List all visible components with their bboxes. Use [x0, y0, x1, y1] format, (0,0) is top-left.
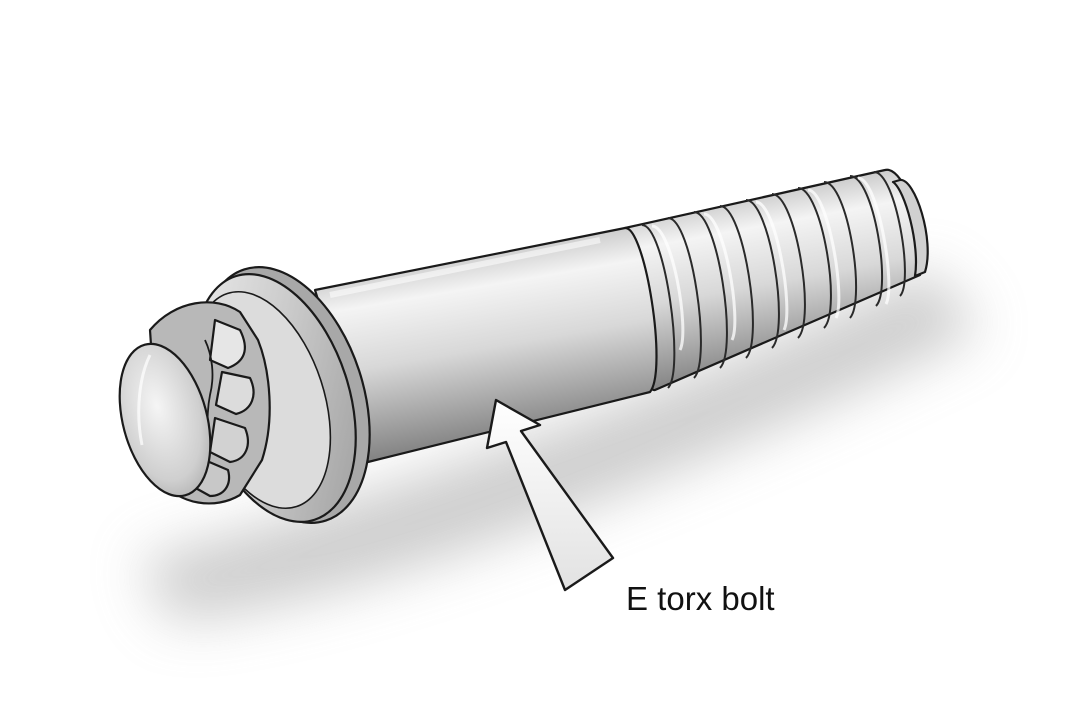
- thread-section: [619, 168, 929, 392]
- bolt-shadow: [140, 270, 980, 620]
- bolt-shank: [313, 226, 658, 464]
- callout-arrow: [485, 398, 615, 592]
- torx-head: [118, 301, 271, 505]
- callout-label: E torx bolt: [626, 580, 775, 617]
